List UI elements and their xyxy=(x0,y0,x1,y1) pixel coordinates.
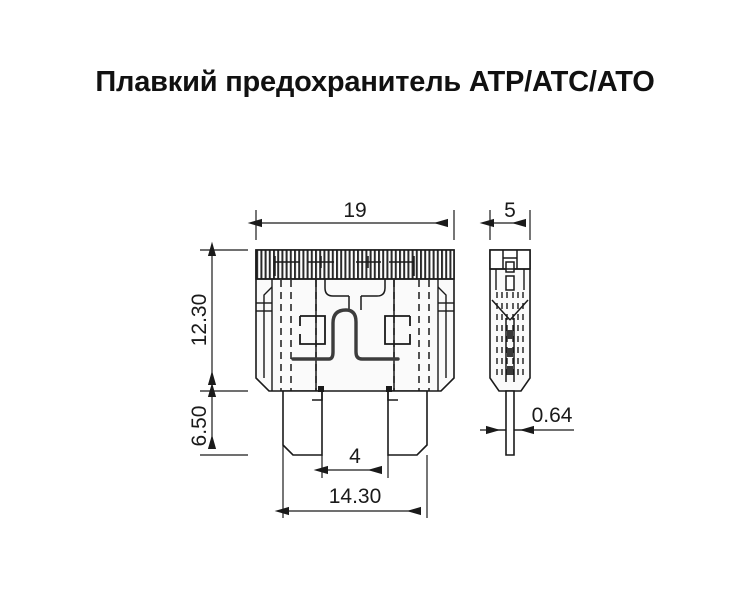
dimension-label-14-30: 14.30 xyxy=(329,485,382,508)
side-element-column xyxy=(505,318,515,382)
blade-terminal-left xyxy=(282,390,323,456)
dimension-label-6-50: 6.50 xyxy=(188,406,211,447)
dimension-blade-length xyxy=(200,382,248,456)
contact-window-right xyxy=(384,315,411,345)
top-surface-detail xyxy=(274,256,415,276)
dimension-front-width xyxy=(247,210,455,240)
side-ribbed-top xyxy=(490,250,530,269)
dimension-blade-gap xyxy=(313,455,389,478)
side-neck xyxy=(495,269,525,290)
side-inner-window xyxy=(505,275,515,291)
dimension-label-5: 5 xyxy=(504,199,516,222)
page-title: Плавкий предохранитель ATP/ATC/ATO xyxy=(95,66,655,98)
fuse-body-ribbed-top xyxy=(256,250,454,279)
blade-terminal-right xyxy=(387,390,428,456)
blade-root-tabs xyxy=(318,386,392,392)
dimension-label-0-64: 0.64 xyxy=(532,404,573,427)
blade-right-notch xyxy=(387,391,398,401)
side-blade xyxy=(505,390,515,456)
side-view xyxy=(489,249,531,456)
dimension-label-4: 4 xyxy=(349,445,361,468)
blade-left-notch xyxy=(312,391,323,401)
front-view xyxy=(255,249,455,456)
dimension-blade-span xyxy=(274,445,428,518)
dimension-label-12-30: 12.30 xyxy=(188,294,211,347)
contact-window-left xyxy=(299,315,326,345)
internal-hook-details xyxy=(324,279,386,310)
side-hidden-edges xyxy=(496,292,524,378)
body-inner-edges xyxy=(256,278,454,391)
dimension-label-19: 19 xyxy=(343,199,366,222)
fuse-element xyxy=(291,308,400,361)
center-column-edges xyxy=(315,279,395,391)
dimension-side-width xyxy=(479,210,531,240)
